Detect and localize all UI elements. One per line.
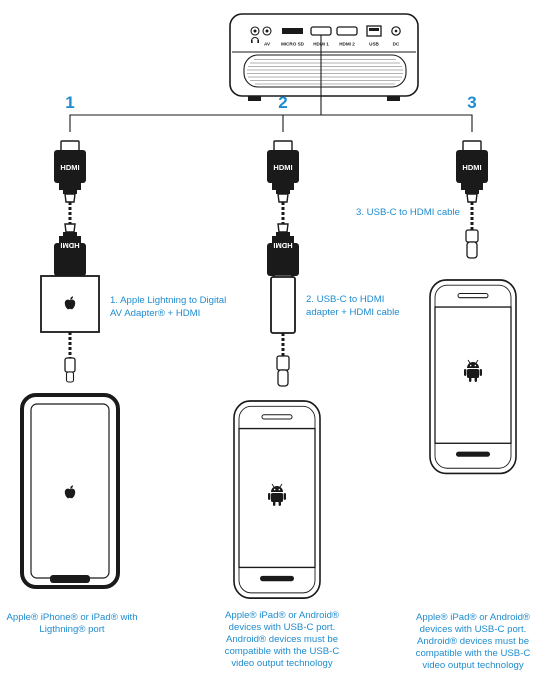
hdmi-plug-label: HDMI [60,163,79,172]
hdmi1-port [310,26,332,36]
caption-line: Apple® iPad® or Android® [225,610,339,621]
dc-port [391,26,401,36]
usbc-hdmi-adapter [270,276,296,387]
port-label-hdmi2: HDMI 2 [339,42,355,47]
android-phone-2 [233,400,321,600]
caption-line: video output technology [422,660,524,671]
usb-port [366,25,382,37]
microsd-slot [282,28,303,34]
caption-col3: Apple® iPad® or Android® devices with US… [416,612,531,671]
hdmi2-port [336,26,358,36]
step-number-3: 3 [467,93,476,112]
caption-line: Apple® iPhone® or iPad® with [6,612,137,623]
android-phone-3 [429,279,517,475]
port-label-av: AV [264,42,271,47]
connection-lines [69,35,473,132]
hdmi-plug-label: HDMI [273,163,292,172]
port-label-usb: USB [369,42,379,47]
cable-label-usbc-hdmi: 3. USB-C to HDMI cable [356,207,460,218]
caption-line: devices with USB-C port. [229,622,336,633]
caption-line: compatible with the USB-C [416,648,531,659]
headphone-port [250,26,260,43]
adapter-label-lightning: AV Adapter® + HDMI [110,308,200,319]
hdmi-plug-label: HDMI [462,163,481,172]
caption-line: Android® devices must be [226,634,338,645]
hdmi-cable-2: HDMI HDMI [266,140,300,286]
caption-col2: Apple® iPad® or Android® devices with US… [225,610,340,669]
caption-line: compatible with the USB-C [225,646,340,657]
caption-col1: Apple® iPhone® or iPad® with Ligthning® … [6,612,137,635]
step-number-1: 1 [65,93,74,112]
caption-line: Android® devices must be [417,636,529,647]
adapter-label-usbc: adapter + HDMI cable [306,307,400,318]
hdmi-plug-label: HDMI [60,241,79,250]
adapter-label-lightning: 1. Apple Lightning to Digital [110,295,226,306]
lightning-av-adapter [40,275,100,383]
caption-line: devices with USB-C port. [420,624,527,635]
av-port [262,26,272,36]
hdmi-cable-1: HDMI HDMI [53,140,87,286]
port-label-microsd: MICRO SD [281,42,305,47]
caption-line: Apple® iPad® or Android® [416,612,530,623]
caption-line: video output technology [231,658,333,669]
projector-device: AV MICRO SD HDMI 1 HDMI 2 USB DC [229,13,419,101]
port-label-dc: DC [393,42,400,47]
hdmi-plug-label: HDMI [273,241,292,250]
hdmi-cable-3: HDMI [455,140,489,259]
iphone-device [20,393,120,589]
adapter-label-usbc: 2. USB-C to HDMI [306,294,384,305]
caption-line: Ligthning® port [39,624,105,635]
projector-vent-grille [247,59,403,85]
step-number-2: 2 [278,93,287,112]
